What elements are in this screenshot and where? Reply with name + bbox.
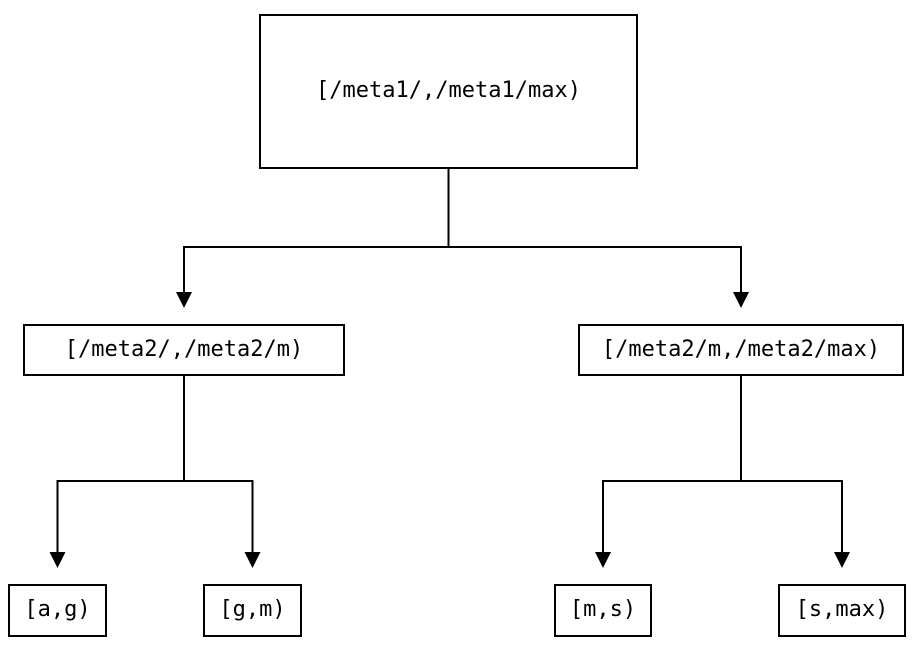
node-label: [s,max)	[795, 597, 889, 623]
node-meta1-range: [/meta1/,/meta1/max)	[259, 14, 638, 169]
node-meta2-lower-range: [/meta2/,/meta2/m)	[23, 324, 345, 376]
arrow-down-icon	[244, 552, 261, 568]
arrow-down-icon	[834, 552, 850, 568]
node-leaf-s-max: [s,max)	[778, 584, 906, 637]
node-meta2-upper-range: [/meta2/m,/meta2/max)	[578, 324, 904, 376]
arrow-down-icon	[595, 552, 611, 568]
arrow-down-icon	[49, 552, 66, 568]
node-leaf-m-s: [m,s)	[554, 584, 652, 637]
node-label: [g,m)	[219, 597, 286, 623]
node-leaf-g-m: [g,m)	[203, 584, 302, 637]
node-label: [/meta2/m,/meta2/max)	[601, 336, 881, 362]
arrow-down-icon	[733, 292, 749, 308]
node-label: [m,s)	[569, 597, 637, 623]
node-label: [/meta1/,/meta1/max)	[316, 78, 581, 104]
node-leaf-a-g: [a,g)	[8, 584, 107, 637]
node-label: [/meta2/,/meta2/m)	[64, 336, 304, 362]
arrow-down-icon	[176, 292, 192, 308]
node-label: [a,g)	[24, 597, 91, 623]
